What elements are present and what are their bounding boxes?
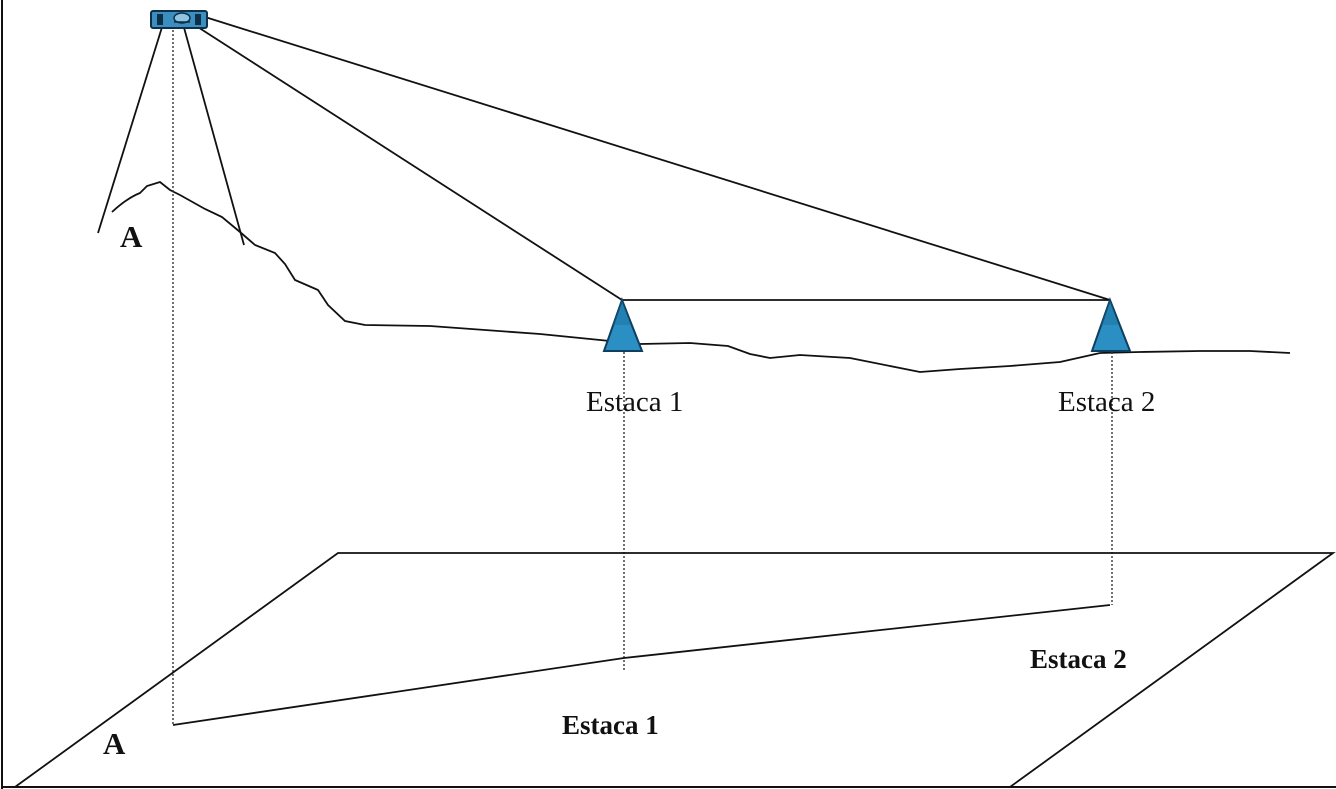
point-a-label-upper: A [120, 219, 143, 254]
point-a-label-lower: A [103, 726, 126, 761]
projected-traverse [172, 604, 1111, 726]
horizontal-reference-plane [12, 552, 1336, 788]
sight-line-estaca-1 [189, 21, 623, 301]
stake-marker-icon [1090, 297, 1132, 352]
stake-marker-icon [602, 297, 644, 352]
estaca-1-label-upper: Estaca 1 [586, 386, 683, 418]
terrain-profile [111, 180, 1291, 373]
estaca-1-label-lower: Estaca 1 [562, 710, 659, 740]
tripod-leg-left [97, 23, 164, 234]
total-station-icon [150, 10, 208, 29]
estaca-2-label-upper: Estaca 2 [1058, 386, 1155, 418]
estaca-2-label-lower: Estaca 2 [1030, 644, 1127, 674]
sight-line-estaca-2 [204, 16, 1111, 301]
tripod-leg-right [182, 23, 245, 246]
